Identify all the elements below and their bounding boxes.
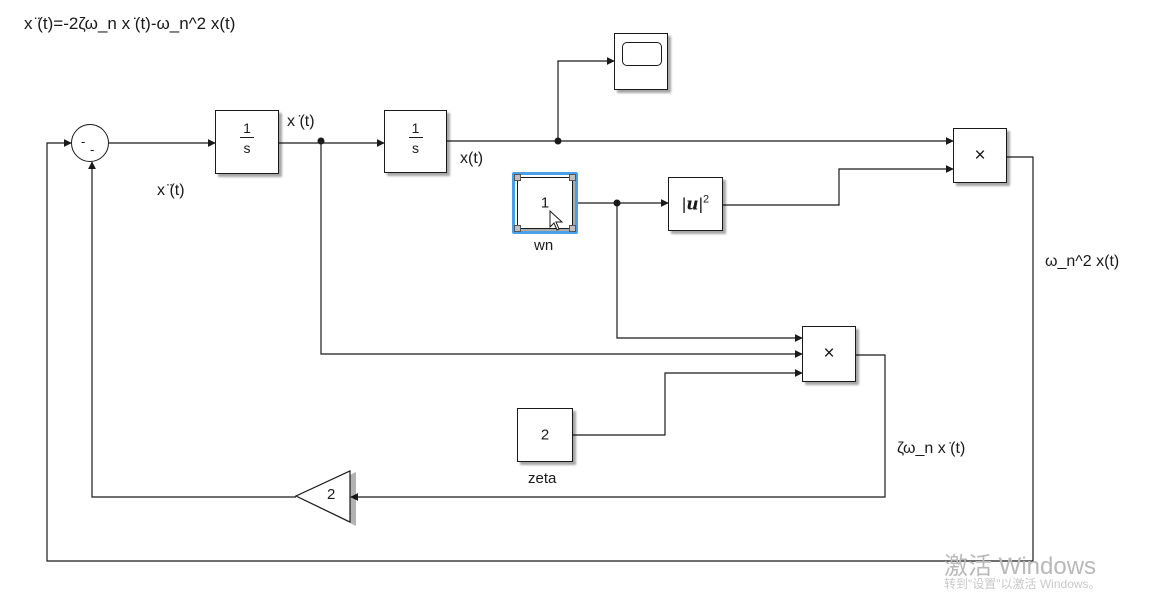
wire-gain-to-sum xyxy=(88,161,296,498)
integrator-block-2[interactable]: 1 s xyxy=(384,110,447,173)
junction-dot xyxy=(317,137,325,145)
gain-value: 2 xyxy=(327,486,336,503)
integrator-denominator: s xyxy=(243,140,251,156)
resize-handle[interactable] xyxy=(569,174,576,181)
equation-annotation: x ̈(t)=-2ζω_n x ̇(t)-ω_n^2 x(t) xyxy=(24,14,236,33)
gain-block[interactable] xyxy=(292,466,356,528)
signal-label-zeta-wn-xdot: ζω_n x ̇(t) xyxy=(897,440,966,457)
scope-icon xyxy=(622,42,662,66)
resize-handle[interactable] xyxy=(514,225,521,232)
selection-highlight xyxy=(512,172,578,234)
integrator-numerator: 1 xyxy=(411,120,420,136)
wire-product-mid-to-gain xyxy=(350,354,886,501)
resize-handle[interactable] xyxy=(514,174,521,181)
multiply-icon: × xyxy=(974,144,986,166)
signal-label-x: x(t) xyxy=(460,150,484,167)
constant-value: 1 xyxy=(540,194,550,212)
sum-sign-bottom: - xyxy=(90,142,95,157)
wire-to-scope xyxy=(557,57,615,141)
constant-value: 2 xyxy=(540,426,550,444)
junction-dot xyxy=(613,199,621,207)
junction-dot xyxy=(554,137,562,145)
wire-xdot-to-product-mid xyxy=(320,141,803,358)
abs-exponent: 2 xyxy=(703,193,710,206)
integrator-block-1[interactable]: 1 s xyxy=(215,110,279,174)
fraction-bar xyxy=(240,137,254,138)
constant-block-zeta[interactable]: 2 xyxy=(517,408,573,462)
activation-watermark: 激活 Windows xyxy=(944,553,1097,580)
fraction-bar xyxy=(408,137,423,138)
mouse-cursor-icon xyxy=(549,210,564,231)
scope-block[interactable] xyxy=(614,33,668,90)
wire-zeta-to-product-mid xyxy=(573,369,803,436)
multiply-icon: × xyxy=(823,343,835,364)
integrator-transfer-fn: 1 s xyxy=(216,120,278,156)
block-name-wn: wn xyxy=(534,237,554,254)
signal-label-xdot: x ̇(t) xyxy=(287,113,315,130)
abs-base: u xyxy=(686,194,699,215)
wire-wn-to-product-mid xyxy=(616,203,803,342)
product-block-top[interactable]: × xyxy=(953,128,1007,183)
integrator-numerator: 1 xyxy=(243,120,251,136)
constant-block-wn[interactable]: 1 xyxy=(517,177,573,229)
resize-handle[interactable] xyxy=(569,225,576,232)
abs-squared-label: |u|2 xyxy=(681,193,710,215)
integrator-denominator: s xyxy=(412,140,419,156)
abs-squared-block[interactable]: |u|2 xyxy=(668,177,723,231)
block-name-zeta: zeta xyxy=(528,470,557,487)
wire-abs-to-product xyxy=(723,165,954,206)
signal-label-xddot: x ̈(t) xyxy=(157,182,185,199)
wire-feedback-outer xyxy=(46,139,1034,562)
product-block-mid[interactable]: × xyxy=(802,326,856,382)
signal-label-wn2x: ω_n^2 x(t) xyxy=(1045,253,1120,270)
sum-block[interactable]: - - xyxy=(71,124,109,162)
sum-sign-left: - xyxy=(81,134,86,149)
integrator-transfer-fn: 1 s xyxy=(385,120,446,156)
